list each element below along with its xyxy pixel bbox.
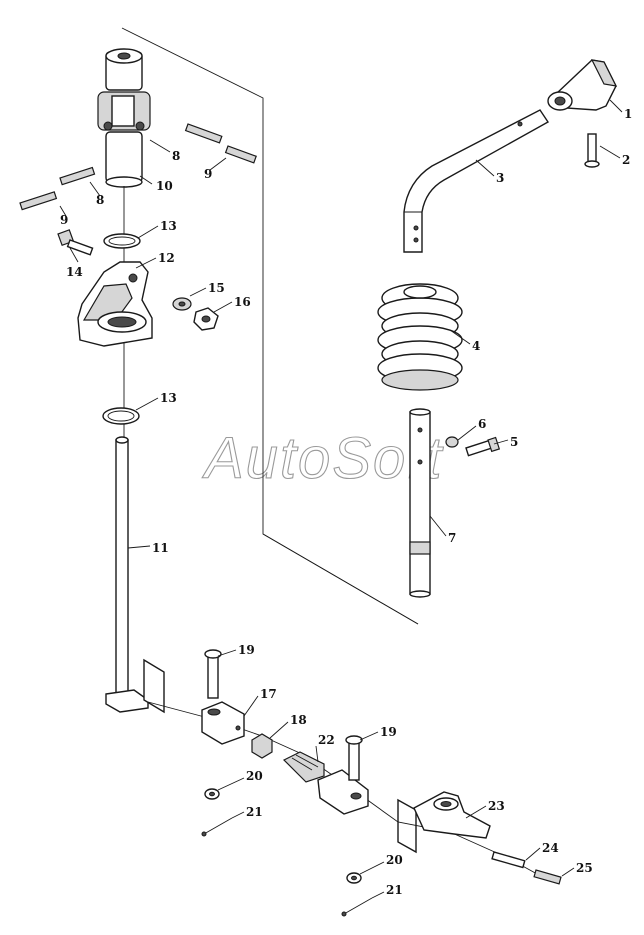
callout-25: 25	[576, 861, 593, 875]
callout-8-upper: 8	[172, 149, 180, 163]
callout-18: 18	[290, 713, 307, 727]
washer-15	[172, 297, 192, 311]
pin-far-left	[19, 191, 58, 211]
callout-6: 6	[478, 417, 486, 431]
support-bracket	[77, 261, 153, 347]
nut-16	[193, 307, 219, 331]
knob-cap	[547, 59, 618, 111]
leader-lines	[59, 99, 623, 899]
plate-lower-right	[397, 798, 417, 854]
lower-lever	[409, 408, 431, 598]
plate-lower-left	[143, 658, 165, 714]
callout-16: 16	[234, 295, 251, 309]
universal-joint	[97, 48, 151, 188]
watermark-text: AutoSoft	[202, 426, 444, 491]
callout-8-lower: 8	[96, 193, 104, 207]
pin-upper-right	[184, 123, 223, 144]
snap-ring-lower	[102, 407, 140, 425]
callout-3: 3	[496, 171, 504, 185]
turnbuckle-22	[282, 751, 369, 815]
callout-22: 22	[318, 733, 335, 747]
pin-upper-far-right	[224, 145, 257, 164]
callout-21-lower: 21	[386, 883, 403, 897]
screw-2	[584, 133, 600, 168]
callout-17: 17	[260, 687, 277, 701]
lever-arm-23	[413, 791, 491, 839]
callout-9-lower: 9	[60, 213, 68, 227]
callout-20-lower: 20	[386, 853, 403, 867]
cotter-pin-21-lower	[341, 897, 373, 917]
assembly-outline	[121, 27, 419, 625]
callout-24: 24	[542, 841, 559, 855]
cotter-pin-21-upper	[201, 817, 233, 837]
callout-15: 15	[208, 281, 225, 295]
block-17	[201, 701, 245, 745]
snap-ring-upper	[103, 233, 141, 249]
callout-23: 23	[488, 799, 505, 813]
callout-11: 11	[152, 541, 169, 555]
bolt-14	[57, 229, 94, 256]
pin-19-upper	[204, 649, 222, 699]
washer-6	[445, 436, 459, 448]
callout-19-upper: 19	[238, 643, 255, 657]
pin-19-lower	[345, 735, 363, 781]
callout-14: 14	[66, 265, 83, 279]
nut-18	[251, 733, 273, 759]
callout-5: 5	[510, 435, 518, 449]
washer-20-lower	[346, 872, 362, 884]
rubber-boot	[377, 283, 463, 391]
callout-20-upper: 20	[246, 769, 263, 783]
callout-4: 4	[472, 339, 480, 353]
pin-24	[491, 851, 526, 869]
screw-5	[465, 436, 501, 457]
shift-lever	[403, 109, 550, 253]
washer-20-upper	[204, 788, 220, 800]
vertical-shaft	[105, 436, 149, 713]
callout-10: 10	[156, 179, 173, 193]
pin-25	[533, 869, 562, 885]
callout-9-upper: 9	[204, 167, 212, 181]
callout-13-lower: 13	[160, 391, 177, 405]
callout-13-upper: 13	[160, 219, 177, 233]
callout-21-upper: 21	[246, 805, 263, 819]
callout-2: 2	[622, 153, 630, 167]
callout-12: 12	[158, 251, 175, 265]
callout-labels: 1 2 3 4 5 6 7 8 8 9 9 10 11 12 13 13 14 …	[60, 107, 632, 897]
callout-7: 7	[448, 531, 456, 545]
callout-1: 1	[624, 107, 632, 121]
callout-19-lower: 19	[380, 725, 397, 739]
pin-left	[59, 166, 96, 186]
